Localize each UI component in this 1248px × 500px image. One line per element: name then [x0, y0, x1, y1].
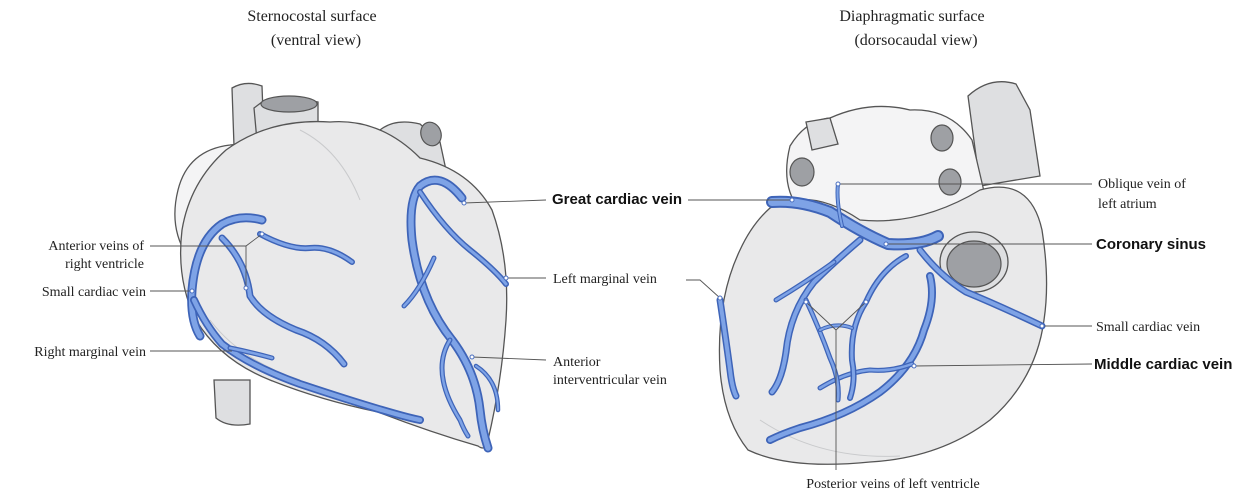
heart-ventral-illustration	[174, 82, 509, 453]
marker-dot	[1039, 323, 1045, 329]
vein-middle-cardiac-inner	[767, 273, 935, 443]
vein-branch-inner	[819, 324, 853, 331]
label-oblique-vein-line1: Oblique vein of	[1098, 177, 1186, 192]
marker-dot	[189, 288, 195, 294]
marker-dot	[717, 295, 723, 301]
left-panel-title-line1: Sternocostal surface	[247, 8, 376, 25]
marker-dot	[503, 275, 509, 281]
label-anterior-veins-line2: right ventricle	[65, 257, 144, 272]
marker-dot	[243, 285, 249, 291]
right-panel: Diaphragmatic surface (dorsocaudal view)	[686, 8, 1232, 492]
label-anterior-iv-line1: Anterior	[553, 355, 601, 370]
label-posterior-veins: Posterior veins of left ventricle	[806, 477, 979, 492]
pulmonary-vein-upper	[805, 117, 839, 151]
label-small-cardiac-vein-right: Small cardiac vein	[1096, 320, 1200, 335]
vein-branch-inner	[440, 338, 470, 438]
vein-anterior-right-ventricle-inner	[258, 232, 354, 264]
vein-right-marginal-inner	[191, 297, 423, 423]
veins-dorsal	[716, 182, 1046, 444]
vein-anterior-right-ventricle-2-inner	[220, 236, 346, 366]
pulmonary-vein-lumen-right-lower	[938, 168, 962, 196]
label-middle-cardiac-vein: Middle cardiac vein	[1094, 356, 1232, 373]
marker-dot	[469, 354, 475, 360]
vein-branch-inner	[402, 256, 436, 308]
left-panel-title-line2: (ventral view)	[271, 32, 361, 49]
label-left-marginal-vein: Left marginal vein	[553, 272, 657, 287]
marker-dot	[835, 181, 841, 187]
ivc-lumen	[946, 240, 1002, 288]
label-anterior-iv-line2: interventricular vein	[553, 373, 667, 388]
marker-dot	[259, 231, 265, 237]
label-anterior-veins-line1: Anterior veins of	[48, 239, 144, 254]
marker-dot	[803, 299, 809, 305]
veins-ventral	[187, 175, 509, 453]
left-leaders	[150, 199, 547, 361]
leader-left-marginal-dorsal	[686, 279, 721, 299]
vein-anterior-interventricular-inner	[408, 177, 491, 451]
leader-anterior-iv	[471, 356, 547, 361]
shade-line	[299, 129, 361, 201]
aorta-lumen	[260, 95, 318, 113]
label-great-cardiac-vein: Great cardiac vein	[552, 191, 682, 208]
marker-dot	[883, 241, 889, 247]
label-oblique-vein-line2: left atrium	[1098, 197, 1157, 212]
label-right-marginal-vein: Right marginal vein	[34, 345, 146, 360]
heart-dorsal-illustration	[716, 81, 1048, 465]
pulmonary-lumen	[420, 121, 442, 147]
right-panel-title-line1: Diaphragmatic surface	[839, 8, 984, 25]
marker-dot	[911, 363, 917, 369]
leader-posterior-veins-2	[835, 301, 867, 331]
vein-coronary-sinus-inner	[768, 197, 942, 249]
label-coronary-sinus: Coronary sinus	[1096, 236, 1206, 253]
right-panel-title-line2: (dorsocaudal view)	[854, 32, 977, 49]
marker-dot	[863, 299, 869, 305]
label-small-cardiac-vein-left: Small cardiac vein	[42, 285, 146, 300]
vein-small-cardiac-dorsal-inner	[918, 248, 1044, 328]
vein-left-marginal-dorsal-inner	[718, 298, 738, 398]
vein-branch-inner	[475, 365, 499, 411]
leader-middle-cardiac	[913, 363, 1093, 367]
vein-branch-inner	[804, 298, 840, 402]
marker-dot	[789, 197, 795, 203]
aorta-dorsal	[967, 81, 1041, 187]
marker-dot	[461, 200, 467, 206]
leader-great-cardiac	[463, 199, 547, 204]
vein-small-cardiac-ventral-inner	[188, 215, 265, 339]
vein-branch-inner	[774, 260, 836, 302]
vein-branch-inner	[418, 190, 508, 286]
inferior-vena-cava	[213, 379, 251, 426]
vein-posterior-left-ventricle-2-inner	[848, 254, 908, 400]
pulmonary-vein-lumen-left	[789, 157, 815, 187]
pulmonary-vein-lumen-right-upper	[930, 124, 954, 152]
right-leaders	[686, 181, 1093, 470]
left-panel: Sternocostal surface (ventral view)	[34, 8, 682, 453]
vein-branch-inner	[228, 346, 274, 360]
heart-dorsal-body	[718, 186, 1048, 465]
shade-line	[759, 419, 901, 457]
vein-oblique-left-atrium-inner	[836, 183, 843, 227]
